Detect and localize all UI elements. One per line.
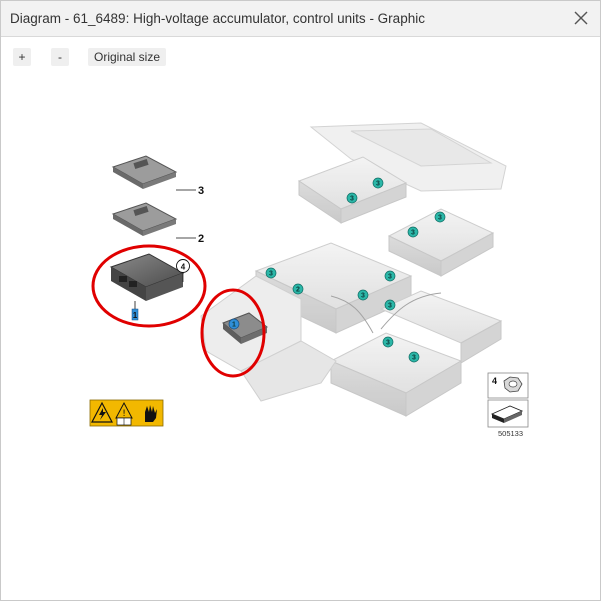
nut-icon — [503, 376, 523, 393]
svg-text:3: 3 — [350, 196, 354, 203]
battery-assembly — [200, 122, 507, 417]
svg-text:3: 3 — [411, 230, 415, 237]
svg-text:3: 3 — [412, 355, 416, 362]
window-title: Diagram - 61_6489: High-voltage accumula… — [10, 11, 425, 26]
callout-badge[interactable]: 3 — [346, 192, 358, 204]
svg-text:3: 3 — [376, 181, 380, 188]
zoom-out-button[interactable]: - — [51, 48, 69, 66]
svg-text:3: 3 — [388, 303, 392, 310]
high-voltage-warning-icon — [91, 401, 113, 423]
original-size-button[interactable]: Original size — [88, 48, 166, 66]
nut-legend-number: 4 — [492, 376, 497, 386]
part-4-label: 4 — [181, 263, 186, 272]
svg-text:!: ! — [122, 409, 126, 419]
callout-badge[interactable]: 3 — [407, 226, 419, 238]
part-2-label: 2 — [198, 233, 204, 245]
svg-text:1: 1 — [232, 322, 236, 329]
svg-text:3: 3 — [361, 293, 365, 300]
zoom-in-button[interactable]: + — [13, 48, 31, 66]
part-1-label: 1 — [133, 311, 138, 320]
svg-text:3: 3 — [388, 274, 392, 281]
callout-badge[interactable]: 3 — [357, 289, 369, 301]
callout-badges: 3 3 3 3 3 2 3 3 3 3 3 1 — [228, 177, 446, 363]
highlight-circle-part-1 — [91, 244, 207, 328]
callout-badge[interactable]: 2 — [292, 283, 304, 295]
tool-icon — [490, 405, 524, 423]
close-icon[interactable] — [570, 7, 592, 29]
callout-badge[interactable]: 3 — [434, 211, 446, 223]
callout-badge[interactable]: 3 — [372, 177, 384, 189]
callout-badge[interactable]: 3 — [382, 336, 394, 348]
part-1-control-unit[interactable]: 1 — [109, 253, 185, 321]
nut-legend: 4 — [487, 372, 529, 428]
diagram-id: 505133 — [498, 429, 524, 438]
part-2-control-unit[interactable]: 2 — [111, 202, 204, 245]
protective-glove-icon — [140, 402, 161, 424]
svg-text:2: 2 — [296, 287, 300, 294]
svg-text:3: 3 — [438, 215, 442, 222]
callout-badge[interactable]: 3 — [265, 267, 277, 279]
callout-badge[interactable]: 1 — [228, 318, 240, 330]
svg-text:3: 3 — [386, 340, 390, 347]
part-3-control-unit[interactable]: 3 — [111, 155, 204, 197]
part-3-label: 3 — [198, 185, 204, 197]
callout-badge[interactable]: 3 — [408, 351, 420, 363]
manual-icon: ! — [115, 401, 133, 426]
callout-badge[interactable]: 3 — [384, 299, 396, 311]
part-4-callout[interactable]: 4 — [176, 259, 190, 283]
diagram-canvas[interactable]: 3 3 3 3 3 2 3 3 3 3 3 1 — [1, 71, 600, 600]
svg-text:3: 3 — [269, 271, 273, 278]
callout-badge[interactable]: 3 — [384, 270, 396, 282]
highlight-circle-battery-unit — [200, 288, 266, 378]
warning-icons-panel: ! — [89, 399, 164, 427]
title-bar: Diagram - 61_6489: High-voltage accumula… — [1, 1, 600, 37]
